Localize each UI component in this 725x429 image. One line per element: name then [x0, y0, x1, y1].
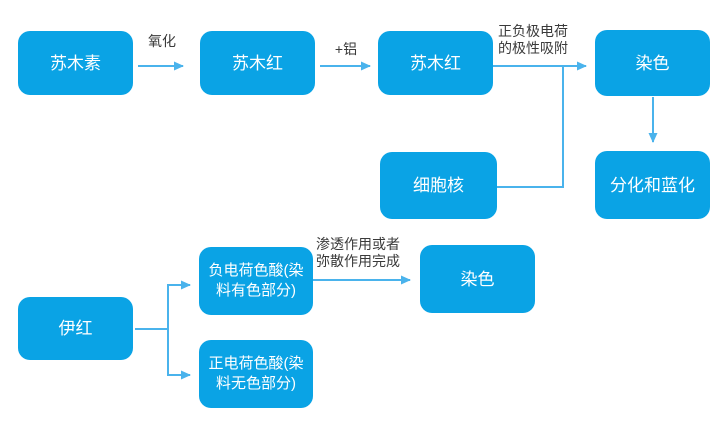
node-staining-bottom: 染色 [420, 245, 535, 313]
node-staining-top: 染色 [595, 30, 710, 96]
node-negative-charge-acid: 负电荷色酸(染 料有色部分) [199, 247, 313, 315]
node-hematein-1: 苏木红 [200, 31, 315, 95]
node-negative-charge-acid-label: 负电荷色酸(染 料有色部分) [208, 262, 304, 299]
node-differentiation-bluing: 分化和蓝化 [595, 151, 710, 219]
node-hematein-2: 苏木红 [378, 31, 493, 95]
edge-label-add-aluminum: +铝 [334, 41, 358, 57]
edge-label-permeation: 渗透作用或者 弥散作用完成 [316, 236, 400, 269]
node-eosin-label: 伊红 [58, 319, 93, 338]
node-staining-top-label: 染色 [635, 53, 670, 73]
node-hematoxylin-label: 苏木素 [50, 53, 101, 73]
node-nucleus: 细胞核 [380, 152, 497, 219]
node-hematoxylin: 苏木素 [18, 31, 133, 95]
node-hematein-2-label: 苏木红 [410, 53, 461, 73]
edge-label-oxidation: 氧化 [148, 33, 176, 49]
node-eosin: 伊红 [18, 297, 133, 360]
node-nucleus-label: 细胞核 [413, 176, 464, 195]
node-positive-charge-acid: 正电荷色酸(染 料无色部分) [199, 340, 313, 408]
arrow-to-negative-acid [167, 280, 191, 329]
node-hematein-1-label: 苏木红 [232, 53, 283, 73]
node-positive-charge-acid-label: 正电荷色酸(染 料无色部分) [208, 355, 304, 392]
node-differentiation-bluing-label: 分化和蓝化 [610, 175, 695, 195]
connector-nucleus-junction [497, 67, 564, 188]
arrow-to-positive-acid [167, 329, 191, 380]
node-staining-bottom-label: 染色 [460, 269, 495, 289]
edge-label-polar-adsorption: 正负极电荷 的极性吸附 [498, 23, 568, 56]
